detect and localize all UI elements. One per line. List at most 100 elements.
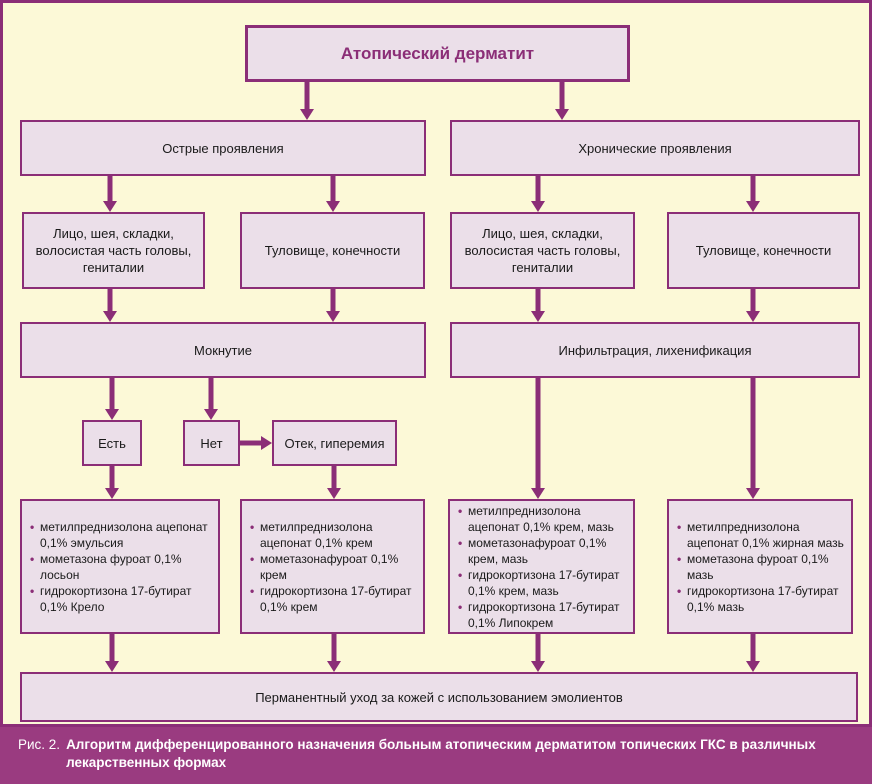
- node-edema-hyperemia: Отек, гиперемия: [272, 420, 397, 466]
- flow-arrow-down: [105, 634, 119, 672]
- arrow-stem: [240, 440, 263, 446]
- flow-arrow-down: [555, 82, 569, 120]
- flow-arrow-down: [326, 176, 340, 212]
- drug-list-cream-ointment: метилпреднизолона ацепонат 0,1% крем, ма…: [448, 499, 635, 634]
- arrow-stem: [330, 289, 336, 313]
- arrow-head-icon: [103, 311, 117, 322]
- drug-list: метилпреднизолона ацепонат 0,1% креммоме…: [250, 519, 419, 615]
- arrow-head-icon: [105, 661, 119, 672]
- flow-arrow-down: [531, 378, 545, 499]
- node-chronic-trunk-limbs: Туловище, конечности: [667, 212, 860, 289]
- flow-arrow-down: [531, 176, 545, 212]
- flow-arrow-down: [746, 634, 760, 672]
- node-infiltration-lichenification: Инфильтрация, лихенификация: [450, 322, 860, 378]
- drug-item: метилпреднизолона ацепонат 0,1% крем: [250, 519, 419, 551]
- drug-item: мометазона фуроат 0,1% лосьон: [30, 551, 214, 583]
- drug-item: гидрокортизона 17-бутират 0,1% мазь: [677, 583, 847, 615]
- arrow-head-icon: [261, 436, 272, 450]
- arrow-stem: [559, 82, 565, 111]
- arrow-stem: [535, 378, 541, 490]
- arrow-stem: [750, 634, 756, 663]
- flow-arrow-down: [327, 634, 341, 672]
- flow-arrow-down: [746, 289, 760, 322]
- arrow-stem: [535, 289, 541, 313]
- node-chronic-manifestations: Хронические проявления: [450, 120, 860, 176]
- arrow-stem: [304, 82, 310, 111]
- node-acute-manifestations: Острые проявления: [20, 120, 426, 176]
- arrow-stem: [535, 634, 541, 663]
- arrow-stem: [208, 378, 214, 411]
- arrow-head-icon: [326, 311, 340, 322]
- drug-item: мометазона фуроат 0,1% мазь: [677, 551, 847, 583]
- arrow-stem: [107, 176, 113, 203]
- arrow-head-icon: [555, 109, 569, 120]
- drug-list-emulsion-lotion: метилпреднизолона ацепонат 0,1% эмульсия…: [20, 499, 220, 634]
- arrow-head-icon: [105, 488, 119, 499]
- arrow-head-icon: [746, 488, 760, 499]
- drug-list-cream: метилпреднизолона ацепонат 0,1% креммоме…: [240, 499, 425, 634]
- drug-item: метилпреднизолона ацепонат 0,1% эмульсия: [30, 519, 214, 551]
- flow-arrow-right: [240, 436, 272, 450]
- arrow-head-icon: [531, 661, 545, 672]
- arrow-stem: [109, 634, 115, 663]
- arrow-stem: [750, 378, 756, 490]
- drug-item: мометазонафуроат 0,1% крем, мазь: [458, 535, 629, 567]
- arrow-head-icon: [300, 109, 314, 120]
- arrow-head-icon: [105, 409, 119, 420]
- arrow-head-icon: [103, 201, 117, 212]
- flow-arrow-down: [204, 378, 218, 420]
- node-weeping-yes: Есть: [82, 420, 142, 466]
- flow-arrow-down: [327, 466, 341, 499]
- drug-item: гидрокортизона 17-бутират 0,1% крем, маз…: [458, 567, 629, 599]
- flow-arrow-down: [103, 176, 117, 212]
- arrow-head-icon: [327, 488, 341, 499]
- drug-item: мометазонафуроат 0,1% крем: [250, 551, 419, 583]
- arrow-stem: [331, 466, 337, 490]
- arrow-head-icon: [531, 201, 545, 212]
- flow-arrow-down: [746, 378, 760, 499]
- drug-list: метилпреднизолона ацепонат 0,1% жирная м…: [677, 519, 847, 615]
- figure-label: Рис. 2.: [18, 737, 61, 752]
- drug-list: метилпреднизолона ацепонат 0,1% крем, ма…: [458, 503, 629, 631]
- flow-arrow-down: [300, 82, 314, 120]
- drug-list: метилпреднизолона ацепонат 0,1% эмульсия…: [30, 519, 214, 615]
- arrow-head-icon: [531, 488, 545, 499]
- flow-arrow-down: [746, 176, 760, 212]
- node-chronic-face-neck-folds: Лицо, шея, складки, волосистая часть гол…: [450, 212, 635, 289]
- figure-title: Алгоритм дифференцированного назначения …: [66, 737, 816, 770]
- arrow-stem: [109, 378, 115, 411]
- flow-arrow-down: [531, 289, 545, 322]
- arrow-stem: [107, 289, 113, 313]
- arrow-head-icon: [204, 409, 218, 420]
- drug-item: метилпреднизолона ацепонат 0,1% крем, ма…: [458, 503, 629, 535]
- node-weeping-no: Нет: [183, 420, 240, 466]
- drug-list-ointment: метилпреднизолона ацепонат 0,1% жирная м…: [667, 499, 853, 634]
- drug-item: гидрокортизона 17-бутират 0,1% Крело: [30, 583, 214, 615]
- drug-item: метилпреднизолона ацепонат 0,1% жирная м…: [677, 519, 847, 551]
- node-atopic-dermatitis: Атопический дерматит: [245, 25, 630, 82]
- arrow-head-icon: [531, 311, 545, 322]
- arrow-stem: [750, 176, 756, 203]
- arrow-head-icon: [746, 661, 760, 672]
- flow-arrow-down: [105, 466, 119, 499]
- flow-arrow-down: [531, 634, 545, 672]
- arrow-stem: [330, 176, 336, 203]
- arrow-stem: [331, 634, 337, 663]
- node-acute-trunk-limbs: Туловище, конечности: [240, 212, 425, 289]
- arrow-stem: [109, 466, 115, 490]
- flow-arrow-down: [326, 289, 340, 322]
- arrow-stem: [535, 176, 541, 203]
- node-acute-face-neck-folds: Лицо, шея, складки, волосистая часть гол…: [22, 212, 205, 289]
- drug-item: гидрокортизона 17-бутират 0,1% Липокрем: [458, 599, 629, 631]
- drug-item: гидрокортизона 17-бутират 0,1% крем: [250, 583, 419, 615]
- arrow-head-icon: [326, 201, 340, 212]
- node-weeping: Мокнутие: [20, 322, 426, 378]
- arrow-head-icon: [327, 661, 341, 672]
- arrow-head-icon: [746, 201, 760, 212]
- flow-arrow-down: [103, 289, 117, 322]
- flow-arrow-down: [105, 378, 119, 420]
- arrow-head-icon: [746, 311, 760, 322]
- arrow-stem: [750, 289, 756, 313]
- figure-caption: Рис. 2. Алгоритм дифференцированного наз…: [0, 727, 872, 784]
